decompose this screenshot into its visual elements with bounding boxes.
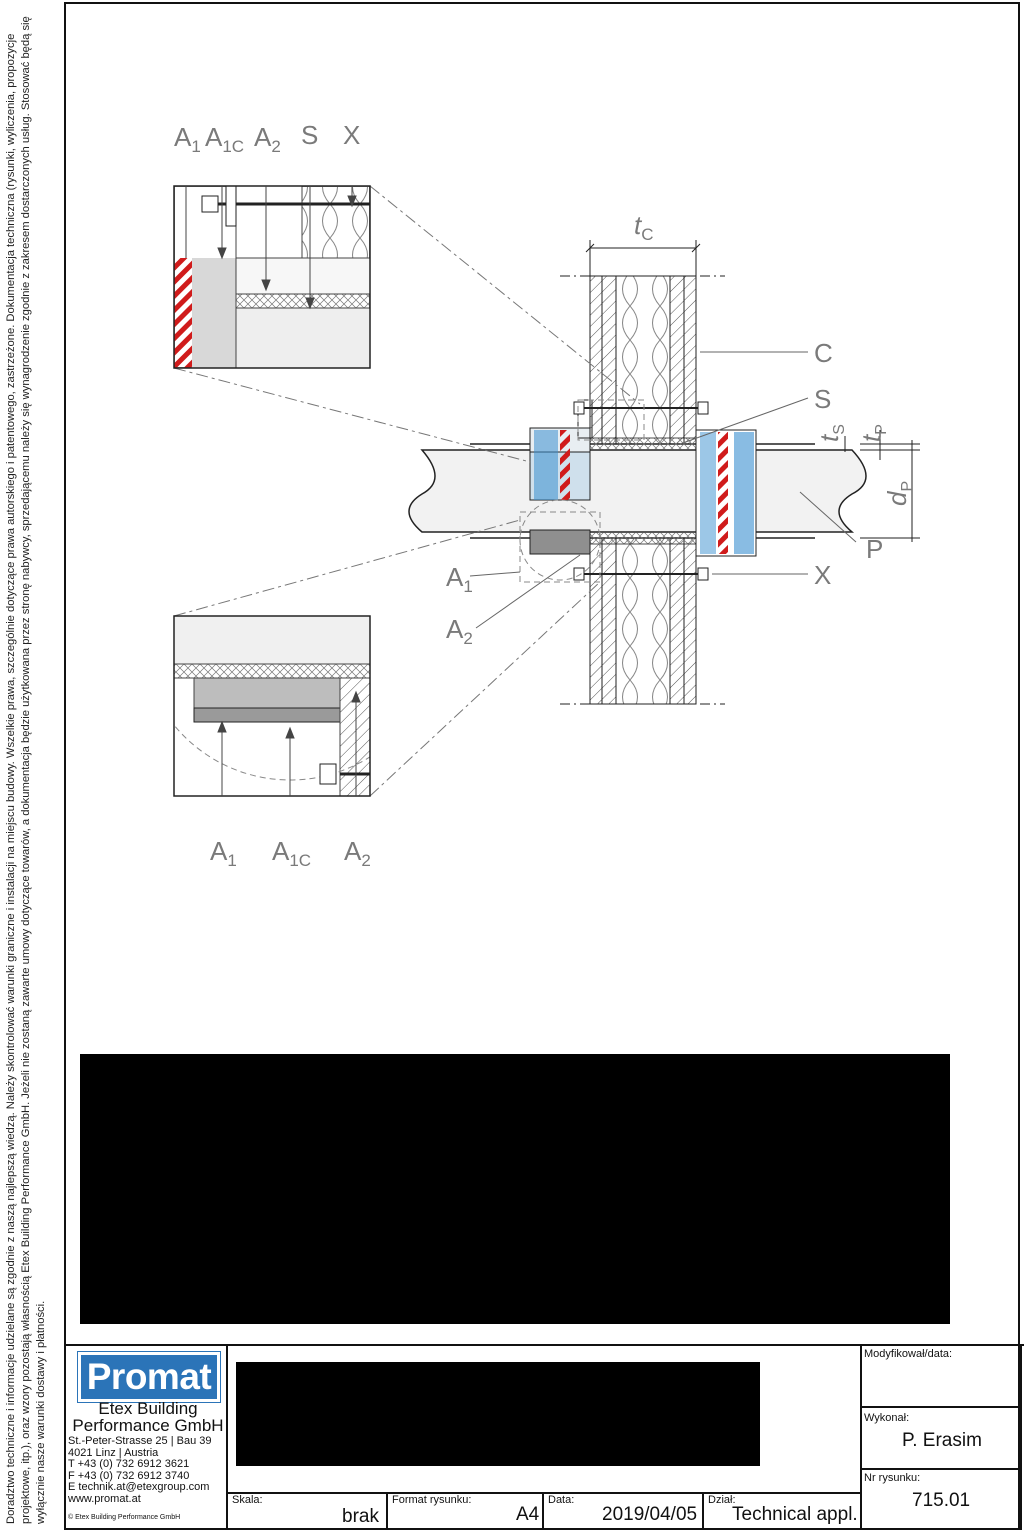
company-name: Etex Building Performance GmbH [68, 1400, 228, 1434]
scale-value: brak [342, 1506, 379, 1527]
department-value: Technical appl. [732, 1504, 858, 1525]
date-label: Data: [548, 1494, 575, 1506]
tb-line [702, 1492, 704, 1530]
tb-line [64, 1344, 1024, 1346]
redacted-title [236, 1362, 760, 1466]
pipe-collar-right [695, 401, 757, 581]
made-by-value: P. Erasim [902, 1430, 982, 1451]
label-a1c-top: A1C [205, 122, 244, 156]
label-a1-bottom: A1 [210, 836, 237, 870]
pipe [408, 437, 867, 545]
company-line-2: Performance GmbH [72, 1416, 224, 1435]
address-line: T +43 (0) 732 6912 3621 [68, 1458, 190, 1470]
detail-top-arrows [185, 186, 357, 310]
drawing-number-value: 715.01 [912, 1490, 971, 1511]
made-by-label: Wykonał: [864, 1412, 910, 1424]
label-c: C [814, 338, 833, 368]
address-line: 4021 Linz | Austria [68, 1446, 159, 1459]
detail-view-top [174, 186, 370, 368]
modified-label: Modyfikował/data: [864, 1348, 953, 1360]
leader-lines [469, 351, 857, 629]
address-line: E technik.at@etexgroup.com [68, 1481, 210, 1493]
tb-line [542, 1492, 544, 1530]
tb-line [862, 1468, 1022, 1470]
tb-line [386, 1492, 388, 1530]
label-ts: tS [814, 424, 848, 442]
promat-logo: Promat [78, 1352, 220, 1402]
scale-label: Skala: [232, 1494, 263, 1506]
redacted-area [80, 1054, 950, 1324]
tb-line [862, 1406, 1022, 1408]
label-s-main: S [814, 384, 831, 414]
address-line: www.promat.at [68, 1492, 141, 1505]
date-value: 2019/04/05 [602, 1504, 698, 1525]
address-line: F +43 (0) 732 6912 3740 [68, 1469, 190, 1482]
tb-line [226, 1344, 228, 1530]
title-block: Promat Etex Building Performance GmbH St… [64, 1344, 1024, 1530]
label-a1-main: A1 [446, 562, 473, 596]
detail-markers [519, 399, 645, 583]
label-a2-main: A2 [446, 614, 473, 648]
label-tc: tC [634, 210, 654, 244]
label-tp: tP [856, 424, 890, 442]
label-a1c-bottom: A1C [272, 836, 311, 870]
label-s-top: S [301, 120, 318, 150]
detail-view-bottom [174, 616, 370, 796]
label-p: P [866, 534, 883, 564]
tb-line [1020, 1344, 1022, 1530]
company-address: St.-Peter-Strasse 25 | Bau 39 4021 Linz … [68, 1435, 212, 1505]
drawing-number-label: Nr rysunku: [864, 1472, 921, 1484]
format-value: A4 [516, 1504, 540, 1525]
pipe-collar-left [529, 399, 706, 581]
label-x-top: X [343, 120, 360, 150]
label-x-main: X [814, 560, 831, 590]
label-a2-top: A2 [254, 122, 281, 156]
label-a2-bottom: A2 [344, 836, 371, 870]
department-label: Dział: [708, 1494, 736, 1506]
technical-drawing: A1 A1C A2 S X tC C S X P A1 A2 tS tP dP … [173, 120, 920, 870]
tb-line [860, 1344, 862, 1530]
projection-lines [173, 185, 641, 797]
copyright-text: © Etex Building Performance GmbH [68, 1514, 181, 1521]
label-dp: dP [882, 481, 916, 506]
thickness-dimensions [844, 430, 920, 542]
detail-bottom-arrows [217, 690, 361, 796]
company-line-1: Etex Building [98, 1399, 198, 1418]
address-line: St.-Peter-Strasse 25 | Bau 39 [68, 1435, 212, 1447]
format-label: Format rysunku: [392, 1494, 472, 1506]
tb-line [228, 1492, 860, 1494]
label-a1-top: A1 [174, 122, 201, 156]
